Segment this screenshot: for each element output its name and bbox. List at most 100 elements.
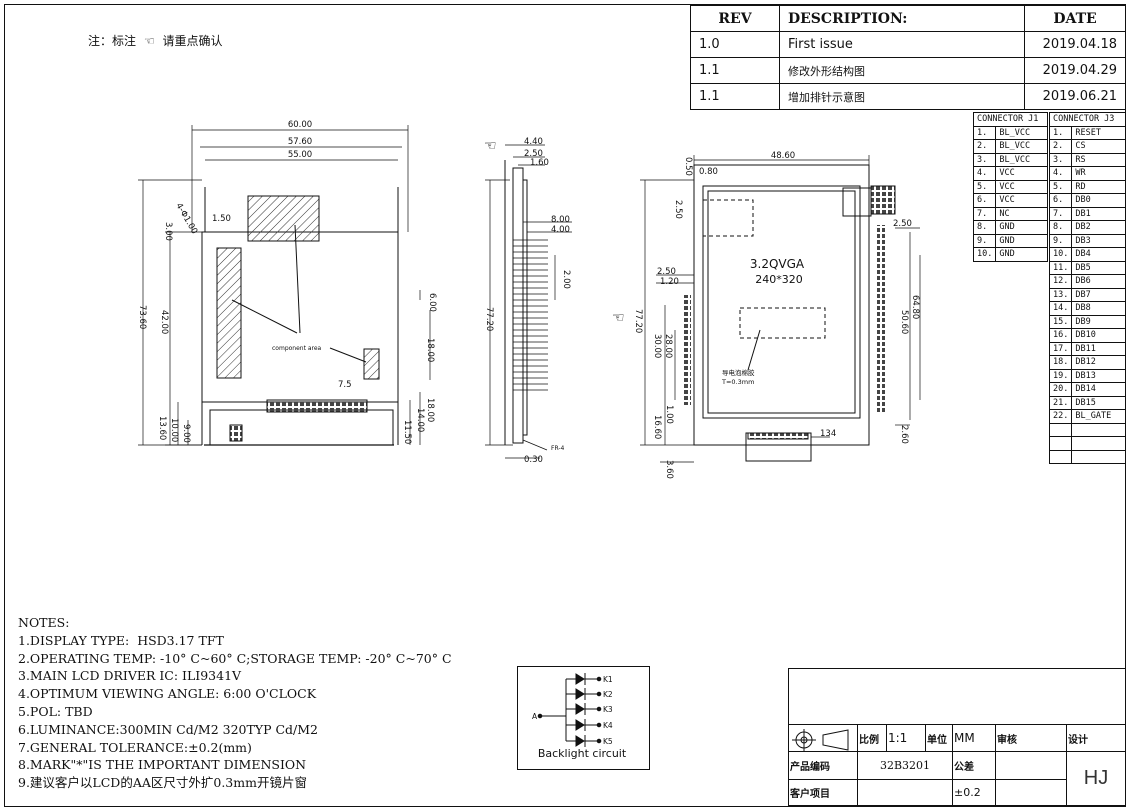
pin-signal: DB8 xyxy=(1071,301,1126,316)
pin-signal: DB10 xyxy=(1071,328,1126,343)
connector-pin-row: 3.RS xyxy=(1048,152,1126,167)
dim-label: 0.50 xyxy=(683,157,693,176)
dim-label: 55.00 xyxy=(288,150,312,160)
pin-signal: DB15 xyxy=(1071,395,1126,410)
product-code-label: 产品编码 xyxy=(788,751,858,780)
connector-pin-row: 5.VCC xyxy=(972,179,1048,194)
front-view xyxy=(138,125,431,446)
pin-signal: DB12 xyxy=(1071,355,1126,370)
connector-pin-row: 14.DB8 xyxy=(1048,301,1126,316)
connector-pin-row: 22.BL_GATE xyxy=(1048,409,1126,424)
note-line: 6.LUMINANCE:300MIN Cd/M2 320TYP Cd/M2 xyxy=(18,721,318,737)
note-line: 4.OPTIMUM VIEWING ANGLE: 6:00 O'CLOCK xyxy=(18,686,317,702)
revision-table: REV DESCRIPTION: DATE 1.0 First issue 20… xyxy=(690,5,1126,110)
connector-blank-row xyxy=(1048,436,1126,451)
date-header: DATE xyxy=(1024,5,1126,32)
connector-pin-row: 10.DB4 xyxy=(1048,247,1126,262)
revision-row: 1.0 First issue 2019.04.18 xyxy=(690,31,1126,58)
dim-label: 2.60 xyxy=(899,425,909,444)
connector-pin-row: 19.DB13 xyxy=(1048,368,1126,383)
pin-signal: BL_GATE xyxy=(1071,409,1126,424)
note-line: 8.MARK"*"IS THE IMPORTANT DIMENSION xyxy=(18,757,307,773)
dim-label: 57.60 xyxy=(288,137,312,147)
cathode-label: K5 xyxy=(603,737,613,746)
dim-label: 4.40 xyxy=(524,137,543,147)
component-area-left xyxy=(216,247,242,379)
designer-initials: HJ xyxy=(1066,751,1126,806)
dim-label: 18.00 xyxy=(425,338,435,362)
revision-row: 1.1 修改外形结构图 2019.04.29 xyxy=(690,57,1126,84)
connector-pin-row: 4.WR xyxy=(1048,166,1126,181)
component-area-label: component area xyxy=(272,345,322,352)
backlight-title: Backlight circuit xyxy=(538,747,627,760)
connector-pin-row: 2.BL_VCC xyxy=(972,139,1048,154)
date-cell: 2019.04.29 xyxy=(1024,57,1126,84)
pin-signal: CS xyxy=(1071,139,1126,154)
pin-number: 11. xyxy=(1048,260,1073,275)
pin-signal: DB14 xyxy=(1071,382,1126,397)
rev-cell: 1.0 xyxy=(690,31,780,58)
dim-label: 10.00 xyxy=(169,418,179,442)
dim-label: 77.20 xyxy=(484,307,494,331)
revision-row: 1.1 增加排针示意图 2019.06.21 xyxy=(690,83,1126,110)
pointing-hand-icon: ☜ xyxy=(143,34,155,48)
pin-number: 17. xyxy=(1048,341,1073,356)
pin-number: 2. xyxy=(972,139,997,154)
dim-label: 0.30 xyxy=(524,455,543,465)
pin-signal: DB7 xyxy=(1071,287,1126,302)
pin-number: 19. xyxy=(1048,368,1073,383)
lcd-note-line2: T=0.3mm xyxy=(721,378,754,386)
pin-number: 15. xyxy=(1048,314,1073,329)
remark-prefix: 注：标注 xyxy=(88,34,137,48)
connector-blank-row xyxy=(1048,449,1126,464)
pin-number: 12. xyxy=(1048,274,1073,289)
connector-pin-row: 8.DB2 xyxy=(1048,220,1126,235)
anode-label: A xyxy=(532,712,538,721)
connector-pin-row: 11.DB5 xyxy=(1048,260,1126,275)
dim-label: 48.60 xyxy=(771,151,795,161)
dim-label: 3.00 xyxy=(163,222,173,241)
dim-label: 50.60 xyxy=(899,310,909,334)
pin-number: 21. xyxy=(1048,395,1073,410)
dim-label: 73.60 xyxy=(137,305,147,329)
pin-number: 10. xyxy=(1048,247,1073,262)
unit-value: MM xyxy=(952,724,996,752)
dim-label: 16.60 xyxy=(652,415,662,439)
description-cell: First issue xyxy=(779,31,1025,58)
lcd-active-area xyxy=(702,185,861,419)
fr4-label: FR-4 xyxy=(551,445,565,452)
customer-label: 客户项目 xyxy=(788,779,858,806)
note-line: 5.POL: TBD xyxy=(18,703,93,719)
dim-label: 7.5 xyxy=(338,380,352,390)
pin-signal: DB5 xyxy=(1071,260,1126,275)
lcd-title: 3.2QVGA xyxy=(750,257,805,271)
dim-label: 30.00 xyxy=(652,334,662,358)
dim-label: 60.00 xyxy=(288,120,312,130)
title-block: 比例 1:1 单位 MM 审核 设计 产品编码 32B3201 公差 HJ 客户… xyxy=(788,668,1126,807)
connector-pin-row: 2.CS xyxy=(1048,139,1126,154)
pin-signal: DB6 xyxy=(1071,274,1126,289)
unit-label: 单位 xyxy=(925,724,953,752)
scale-label: 比例 xyxy=(857,724,887,752)
connector-pin-row: 10.GND xyxy=(972,247,1048,262)
remark-note: 注：标注 ☜ 请重点确认 xyxy=(88,32,222,49)
note-line: 1.DISPLAY TYPE: HSD3.17 TFT xyxy=(18,632,224,648)
date-cell: 2019.04.18 xyxy=(1024,31,1126,58)
dim-label: 3.60 xyxy=(664,460,674,479)
connector-pin-row: 21.DB15 xyxy=(1048,395,1126,410)
description-cell: 增加排针示意图 xyxy=(779,83,1025,110)
connector-pin-row: 7.DB1 xyxy=(1048,206,1126,221)
dim-label: 64.80 xyxy=(910,295,920,319)
pin-number: 22. xyxy=(1048,409,1073,424)
note-line: 2.OPERATING TEMP: -10° C~60° C;STORAGE T… xyxy=(18,650,452,666)
connector-pin-row: 20.DB14 xyxy=(1048,382,1126,397)
tolerance-value: ±0.2 xyxy=(952,779,996,806)
dim-label: 2.50 xyxy=(893,219,912,229)
dim-label: 77.20 xyxy=(633,309,643,333)
dim-label: 4.00 xyxy=(551,225,570,235)
dim-label: 6.00 xyxy=(427,293,437,312)
pin-number: 5. xyxy=(972,179,997,194)
